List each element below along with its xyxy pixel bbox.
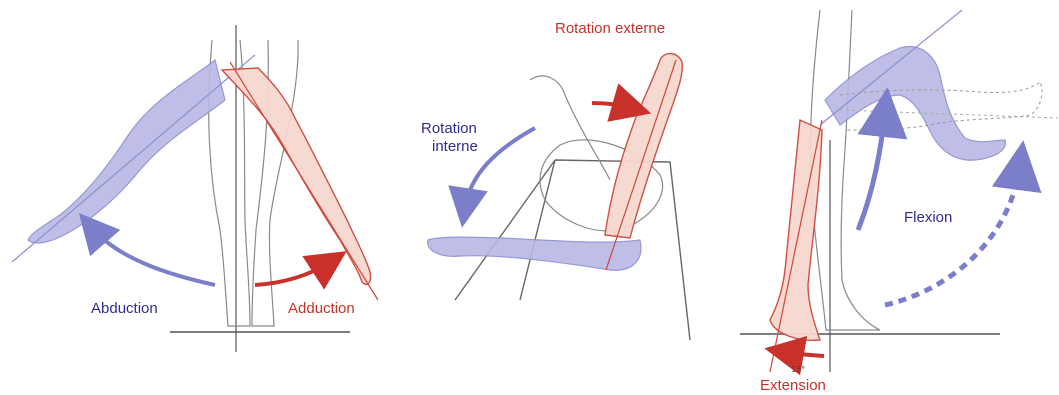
adduction-label: Adduction [288,300,355,318]
extension-arrow [784,352,824,356]
adduction-arrow [255,262,330,285]
internal-rotation-label-line1: Rotation [421,120,477,138]
extension-label: Extension [760,377,826,395]
angle-label: 15° [791,361,805,379]
extended-leg [770,120,822,340]
abduction-label: Abduction [91,300,158,318]
abduction-axis [12,55,255,262]
flexion-label: Flexion [904,209,952,227]
abduction-arrow [92,228,215,285]
abducted-leg [28,60,225,243]
flexed-leg [825,47,1005,161]
adduction-axis [230,62,378,300]
external-rotation-arrow [592,103,632,108]
external-rotation-label: Rotation externe [555,20,665,38]
panel-rotation [428,53,690,340]
internal-rotation-leg [428,237,641,270]
internal-rotation-label-line2: interne [432,138,478,156]
external-rotation-axis [606,60,676,270]
patient-thigh-outline [530,76,610,180]
flexion-dashed-arrow [885,165,1020,305]
panel-flexion-extension [740,10,1058,372]
support-leg-outline [810,10,880,330]
